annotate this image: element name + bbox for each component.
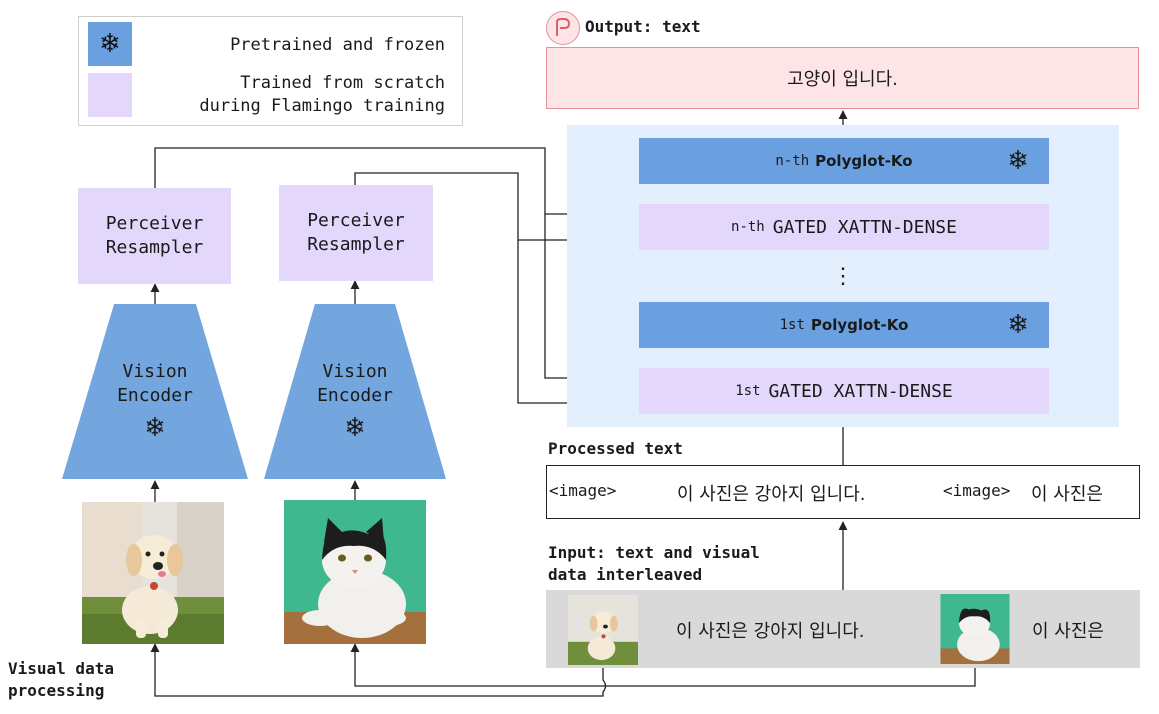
processed-sentence-2: 이 사진은 bbox=[1031, 484, 1103, 505]
legend-trained-line2: during Flamingo training bbox=[199, 96, 445, 116]
input-image1-to-dog-line bbox=[150, 643, 607, 697]
legend bbox=[78, 16, 463, 126]
processed-image-token-2: <image> bbox=[943, 481, 1011, 500]
first-poly-name: Polyglot-Ko bbox=[810, 316, 909, 334]
perceiver-resampler-2: Perceiver Resampler bbox=[279, 185, 433, 281]
vision-encoder-1: Vision Encoder ❄ bbox=[62, 304, 248, 479]
nth-poly-prefix: n-th bbox=[775, 153, 810, 169]
perceiver-1-line2: Resampler bbox=[105, 237, 204, 258]
perceiver-1-line1: Perceiver bbox=[105, 213, 204, 234]
legend-trained-swatch bbox=[88, 73, 132, 117]
first-polyglot-block: 1st Polyglot-Ko ❄ bbox=[639, 302, 1049, 348]
input-label-line2: data interleaved bbox=[548, 565, 703, 584]
input-sentence-1: 이 사진은 강아지 입니다. bbox=[676, 621, 865, 642]
visual-processing-line1: Visual data bbox=[8, 659, 114, 678]
snowflake-icon: ❄ bbox=[344, 413, 366, 443]
encoder-1-line2: Encoder bbox=[117, 385, 193, 406]
legend-trained-label: Trained from scratch during Flamingo tra… bbox=[199, 72, 445, 118]
layer-ellipsis: ⋮ bbox=[832, 263, 854, 289]
nth-gated-prefix: n-th bbox=[731, 219, 765, 235]
processed-image-token-1: <image> bbox=[549, 481, 617, 500]
perceiver-2-line2: Resampler bbox=[307, 234, 405, 255]
output-icon bbox=[546, 11, 580, 45]
nth-poly-name: Polyglot-Ko bbox=[815, 152, 913, 170]
processed-sentence-1: 이 사진은 강아지 입니다. bbox=[677, 484, 866, 505]
encoder-1-line1: Vision bbox=[122, 361, 188, 382]
snowflake-icon: ❄ bbox=[1007, 146, 1029, 176]
snowflake-icon: ❄ bbox=[1007, 310, 1029, 340]
snowflake-icon: ❄ bbox=[144, 413, 166, 443]
input-sequence-band bbox=[546, 590, 1140, 668]
first-poly-prefix: 1st bbox=[779, 317, 805, 333]
input-image2-to-cat-line bbox=[350, 643, 976, 687]
input-label: Input: text and visual data interleaved bbox=[548, 542, 760, 586]
visual-processing-line2: processing bbox=[8, 681, 105, 700]
nth-gated-block: n-th GATED XATTN-DENSE bbox=[639, 204, 1049, 250]
visual-processing-label: Visual data processing bbox=[8, 658, 114, 702]
nth-polyglot-block: n-th Polyglot-Ko ❄ bbox=[639, 138, 1049, 184]
processed-text-label: Processed text bbox=[548, 439, 683, 458]
input-dog-image bbox=[568, 595, 638, 665]
legend-frozen-swatch: ❄ bbox=[88, 22, 132, 66]
snowflake-icon: ❄ bbox=[99, 29, 121, 59]
cat-image bbox=[284, 500, 426, 644]
encoder-2-line2: Encoder bbox=[317, 385, 393, 406]
legend-frozen-label: Pretrained and frozen bbox=[230, 35, 445, 55]
input-cat-image bbox=[940, 594, 1010, 664]
dog-image bbox=[82, 502, 224, 644]
first-gated-prefix: 1st bbox=[735, 383, 761, 399]
nth-gated-name: GATED XATTN-DENSE bbox=[772, 216, 957, 238]
output-label: Output: text bbox=[585, 17, 701, 36]
vision-encoder-2: Vision Encoder ❄ bbox=[264, 304, 446, 479]
first-gated-name: GATED XATTN-DENSE bbox=[768, 380, 953, 402]
input-sentence-2: 이 사진은 bbox=[1032, 621, 1104, 642]
output-text: 고양이 입니다. bbox=[787, 69, 898, 90]
first-gated-block: 1st GATED XATTN-DENSE bbox=[639, 368, 1049, 414]
input-label-line1: Input: text and visual bbox=[548, 543, 760, 562]
perceiver-resampler-1: Perceiver Resampler bbox=[78, 188, 231, 284]
perceiver-2-line1: Perceiver bbox=[307, 210, 405, 231]
processed-text-box: <image> 이 사진은 강아지 입니다. <image> 이 사진은 bbox=[546, 465, 1140, 519]
perceiver2-to-nth-gated-line bbox=[354, 172, 637, 245]
encoder-2-line1: Vision bbox=[322, 361, 388, 382]
legend-trained-line1: Trained from scratch bbox=[240, 73, 445, 93]
output-text-box: 고양이 입니다. bbox=[546, 47, 1139, 109]
